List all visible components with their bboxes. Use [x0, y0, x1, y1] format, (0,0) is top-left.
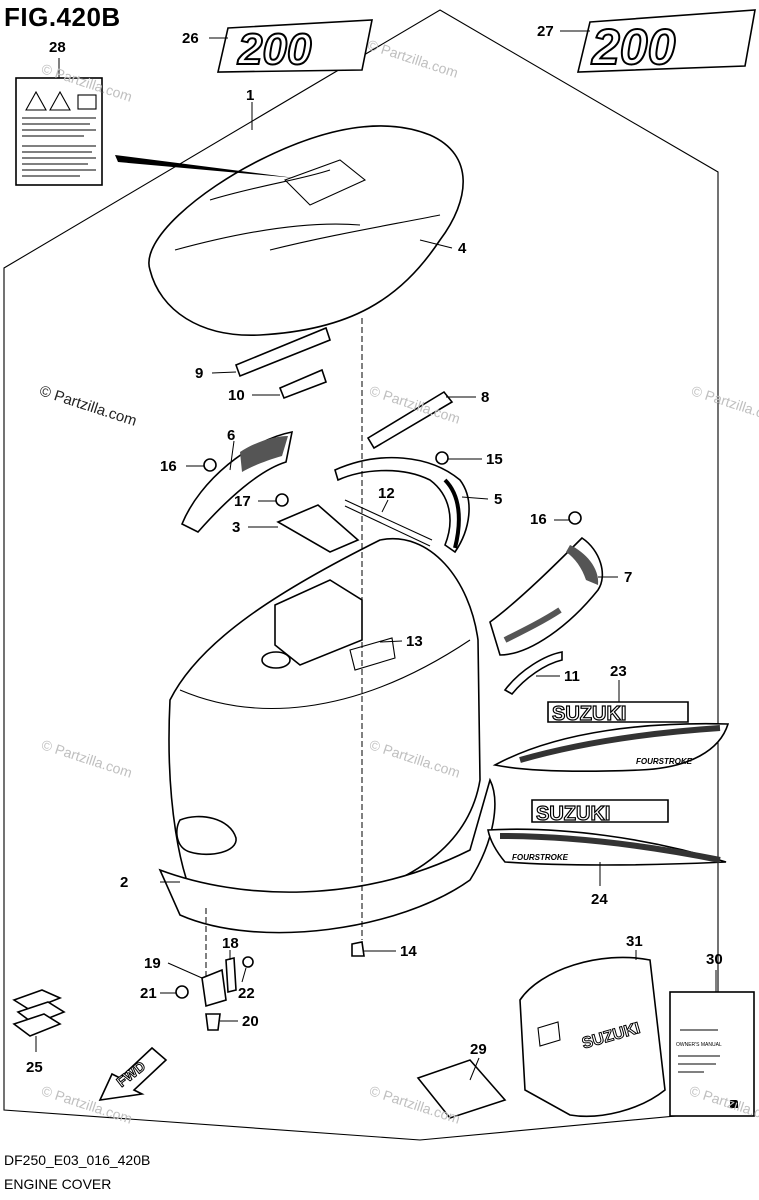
callout-label: 20 [242, 1013, 259, 1030]
callout-label: 12 [378, 485, 395, 502]
callout-label: 24 [591, 891, 608, 908]
bracket-3[interactable] [276, 504, 360, 553]
callout-label: 2 [120, 874, 128, 891]
screw-22[interactable] [242, 956, 254, 968]
model-decal-large[interactable]: 200 [576, 9, 756, 76]
screw-16-right[interactable] [568, 511, 582, 525]
callout-label: 25 [26, 1059, 43, 1076]
side-decal-23-stroke: FOURSTROKE [636, 757, 693, 766]
callout-label: 29 [470, 1041, 487, 1058]
model-decal-large-text: 200 [591, 19, 676, 75]
storage-cover-31[interactable]: SUZUKI [519, 956, 666, 1118]
seal-strip-12[interactable] [344, 499, 433, 541]
callout-label: 13 [406, 633, 423, 650]
latch-19[interactable] [201, 968, 227, 1008]
screw-15[interactable] [435, 451, 449, 465]
side-decal-23[interactable]: SUZUKI FOURSTROKE [492, 701, 730, 772]
side-decal-24-stroke: FOURSTROKE [512, 853, 569, 862]
seal-strip-9[interactable] [234, 326, 331, 378]
owners-manual-title: OWNER'S MANUAL [676, 1042, 722, 1048]
fwd-arrow-decal[interactable]: FWD [98, 1046, 168, 1101]
seal-strip-8[interactable] [366, 390, 454, 450]
callout-label: 30 [706, 951, 723, 968]
callout-label: 4 [458, 240, 467, 257]
callout-label: 21 [140, 985, 157, 1002]
side-decal-24[interactable]: SUZUKI FOURSTROKE [487, 799, 727, 866]
assembly-frame [3, 9, 719, 1141]
leader-lines [35, 30, 717, 1081]
callout-label: 17 [234, 493, 251, 510]
caution-label-part[interactable] [15, 77, 103, 186]
tool-pouch-29[interactable] [416, 1059, 507, 1119]
callout-label: 27 [537, 23, 554, 40]
left-vent-grille[interactable] [180, 430, 294, 533]
seal-strip-10[interactable] [278, 368, 328, 400]
callout-label: 15 [486, 451, 503, 468]
s-logo-emblem[interactable] [12, 989, 66, 1037]
callout-label: 19 [144, 955, 161, 972]
callout-label: 28 [49, 39, 66, 56]
side-decal-24-brand: SUZUKI [536, 803, 610, 825]
rear-vent-part[interactable] [334, 456, 470, 554]
callout-label: 16 [160, 458, 177, 475]
figure-code: DF250_E03_016_420B [4, 1152, 151, 1168]
screw-21[interactable] [175, 985, 189, 999]
figure-title: FIG.420B [4, 2, 121, 32]
callout-label: 31 [626, 933, 643, 950]
screw-17[interactable] [275, 493, 289, 507]
callout-label: 18 [222, 935, 239, 952]
callout-label: 1 [246, 87, 254, 104]
callout-label: 26 [182, 30, 199, 47]
callout-label: 16 [530, 511, 547, 528]
callout-label: 7 [624, 569, 632, 586]
side-decal-23-brand: SUZUKI [552, 703, 626, 725]
model-decal-small-text: 200 [237, 25, 312, 74]
callout-label: 14 [400, 943, 417, 960]
top-cover-part[interactable] [115, 125, 464, 336]
right-vent-grille[interactable] [489, 536, 604, 656]
lower-cover-part[interactable] [158, 537, 496, 934]
owners-manual-30[interactable]: OWNER'S MANUAL [669, 991, 755, 1117]
callout-labels: 1 2 3 4 5 6 7 8 9 10 11 12 13 14 15 16 1… [26, 23, 723, 1076]
callout-label: 22 [238, 985, 255, 1002]
latch-18[interactable] [225, 956, 237, 994]
callout-label: 10 [228, 387, 245, 404]
callout-label: 11 [564, 668, 580, 685]
callout-label: 3 [232, 519, 240, 536]
callout-label: 8 [481, 389, 489, 406]
screw-16-left[interactable] [203, 458, 217, 472]
callout-label: 9 [195, 365, 203, 382]
grommet-14[interactable] [351, 941, 365, 957]
seal-strip-11[interactable] [503, 651, 563, 696]
callout-label: 23 [610, 663, 627, 680]
bushing-20[interactable] [205, 1013, 221, 1031]
model-decal-small[interactable]: 200 [216, 19, 373, 75]
callout-label: 6 [227, 427, 235, 444]
figure-name: ENGINE COVER [4, 1176, 112, 1192]
callout-label: 5 [494, 491, 502, 508]
